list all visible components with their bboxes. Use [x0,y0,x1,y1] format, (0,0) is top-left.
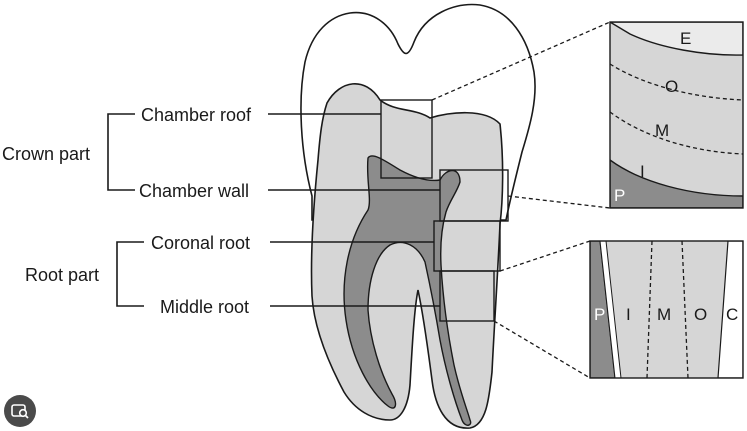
root-zone-p: P [594,305,605,324]
root-inset-cementum [717,241,743,378]
crown-inset-zone-boundary-1 [610,63,743,101]
root-zone-m: M [657,305,671,324]
chamber-wall-label: Chamber wall [139,181,249,201]
middle-root-label: Middle root [160,297,249,317]
root-inset-connector-bottom [493,320,591,379]
crown-part-label: Crown part [2,144,90,164]
crown-inset-connector-bottom [507,195,611,209]
crown-bracket [107,113,135,191]
root-inset-zone-boundary-2 [681,241,689,378]
crown-inset: E O M I P [609,21,744,209]
root-inset-frame [589,240,744,379]
root-zone-i: I [626,305,631,324]
middle-root-box [439,270,495,322]
root-bracket [116,241,144,307]
root-zone-c: C [726,305,738,324]
root-inset-pulp [590,241,616,378]
tooth-dentin [310,83,504,429]
root-inset-zone-boundary-1 [646,241,653,378]
leader-lines [107,113,440,307]
crown-zone-i: I [640,162,645,181]
inset-connectors [431,21,611,379]
root-part-label: Root part [25,265,99,285]
root-inset-predentin [599,241,622,378]
crown-inset-zone-boundary-2 [610,111,743,155]
root-inset-connector-top [499,240,591,272]
chamber-roof-box [380,99,433,179]
image-search-icon [11,404,29,419]
tooth [300,3,536,429]
labels: Crown part Root part Chamber roof Chambe… [2,105,252,317]
crown-zone-p: P [614,186,625,205]
chamber-roof-label: Chamber roof [141,105,252,125]
crown-inset-frame [609,21,744,209]
root-inset: P I M O C [589,240,744,379]
image-search-button[interactable] [4,395,36,427]
crown-zone-e: E [680,29,691,48]
root-zone-o: O [694,305,707,324]
coronal-root-label: Coronal root [151,233,250,253]
crown-inset-pulp [610,159,743,208]
tooth-pulp [343,155,472,426]
region-boxes [380,99,509,322]
crown-zone-m: M [655,121,669,140]
crown-zone-o: O [665,77,678,96]
crown-inset-connector-top [431,21,611,101]
